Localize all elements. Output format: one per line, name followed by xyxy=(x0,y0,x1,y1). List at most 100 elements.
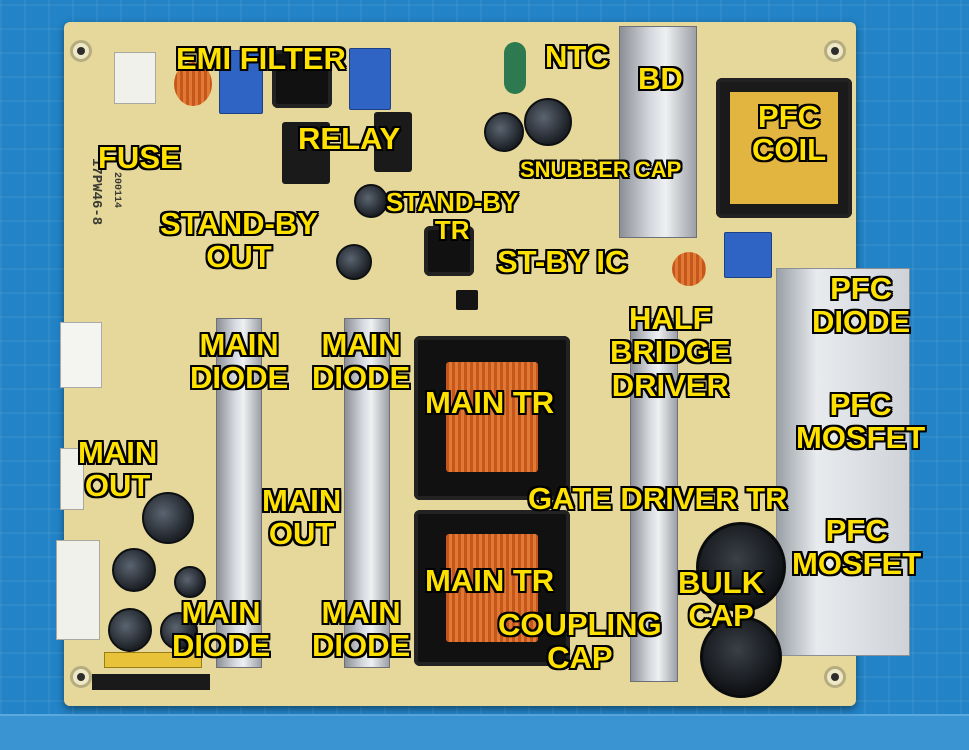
label-pfc-mosfet-a-line1: PFC xyxy=(829,387,892,422)
label-main-diode-a: MAIN DIODE xyxy=(190,328,288,395)
label-gate-driver-tr: GATE DRIVER TR xyxy=(528,481,788,516)
mounting-hole xyxy=(824,666,846,688)
bridge-heatsink xyxy=(619,26,697,238)
label-standby-out-line2: OUT xyxy=(206,239,272,275)
label-pfc-diode-line2: DIODE xyxy=(812,304,911,340)
main-transformer-top-winding xyxy=(446,362,538,472)
label-coupling-cap: COUPLING CAP xyxy=(498,608,662,675)
label-bulk-cap-line2: CAP xyxy=(688,598,754,634)
input-connector xyxy=(114,52,156,104)
label-standby-tr-line1: STAND-BY xyxy=(386,187,519,217)
output-connector xyxy=(60,448,84,510)
board-date-text: 200114 xyxy=(111,172,122,209)
main-diode-heatsink-left xyxy=(216,318,262,668)
emi-choke xyxy=(174,62,212,106)
pfc-heatsink xyxy=(776,268,910,656)
main-diode-heatsink-center xyxy=(344,318,390,668)
label-main-diode-a-line2: DIODE xyxy=(190,360,289,396)
standby-ic-chip xyxy=(456,290,478,310)
label-pfc-mosfet-b: PFC MOSFET xyxy=(792,514,921,581)
pfc-coil-bobbin xyxy=(730,92,838,204)
label-pfc-mosfet-a: PFC MOSFET xyxy=(796,388,925,455)
label-main-out-left-line2: OUT xyxy=(84,468,151,504)
toroid-inductor xyxy=(672,252,706,286)
label-main-diode-d-line2: DIODE xyxy=(312,628,411,664)
mounting-hole xyxy=(70,40,92,62)
label-emi-filter: EMI FILTER xyxy=(176,41,346,76)
mounting-hole xyxy=(70,666,92,688)
relay-body xyxy=(282,122,330,184)
bulk-capacitor xyxy=(696,522,786,612)
label-coupling-cap-line1: COUPLING xyxy=(498,607,662,642)
label-pfc-coil: PFC COIL xyxy=(752,100,826,167)
label-half-bridge-line2: BRIDGE xyxy=(610,334,731,370)
label-standby-tr-line2: TR xyxy=(434,215,470,246)
label-pfc-diode: PFC DIODE xyxy=(812,272,910,339)
label-main-out-center-line1: MAIN xyxy=(262,483,342,518)
label-main-diode-c-line2: DIODE xyxy=(172,628,271,664)
label-main-diode-a-line1: MAIN xyxy=(199,327,279,362)
electrolytic-capacitor xyxy=(354,184,388,218)
label-pfc-coil-line2: COIL xyxy=(752,132,827,168)
label-pfc-mosfet-b-line1: PFC xyxy=(825,513,888,548)
label-fuse: FUSE xyxy=(98,140,181,175)
electrolytic-capacitor xyxy=(484,112,524,152)
standby-transformer xyxy=(424,226,474,276)
electrolytic-capacitor xyxy=(524,98,572,146)
label-main-diode-c: MAIN DIODE xyxy=(172,596,270,663)
label-pfc-coil-line1: PFC xyxy=(758,99,821,134)
mat-ruler-strip xyxy=(0,714,969,750)
emi-x-capacitor xyxy=(349,48,391,110)
output-connector xyxy=(56,540,100,640)
label-pfc-diode-line1: PFC xyxy=(830,271,893,306)
label-bulk-cap: BULK CAP xyxy=(678,566,764,633)
label-bd: BD xyxy=(638,61,683,96)
label-main-diode-d: MAIN DIODE xyxy=(312,596,410,663)
label-standby-out-line1: STAND-BY xyxy=(160,206,318,241)
label-pfc-mosfet-a-line2: MOSFET xyxy=(796,420,926,456)
ribbon-connector xyxy=(92,674,210,690)
label-main-out-left: MAIN OUT xyxy=(78,436,157,503)
label-half-bridge-line1: HALF xyxy=(628,301,712,336)
output-capacitor xyxy=(108,608,152,652)
label-main-tr-top: MAIN TR xyxy=(425,385,555,420)
ntc-thermistor xyxy=(504,42,526,94)
half-bridge-heatsink xyxy=(630,318,678,682)
pcb-board: 17PW46-8 200114 xyxy=(56,22,910,706)
emi-x-capacitor xyxy=(219,50,263,114)
label-main-diode-d-line1: MAIN xyxy=(321,595,401,630)
label-stby-ic: ST-BY IC xyxy=(497,244,628,279)
label-half-bridge-line3: DRIVER xyxy=(611,367,729,403)
output-capacitor xyxy=(142,492,194,544)
label-main-out-center: MAIN OUT xyxy=(262,484,341,551)
pin-header xyxy=(104,652,202,668)
label-main-out-center-line2: OUT xyxy=(268,516,335,552)
label-ntc: NTC xyxy=(545,39,609,74)
label-coupling-cap-line2: CAP xyxy=(547,640,613,676)
label-main-diode-b: MAIN DIODE xyxy=(312,328,410,395)
main-transformer-bottom-winding xyxy=(446,534,538,642)
label-standby-out: STAND-BY OUT xyxy=(160,207,318,274)
label-standby-tr: STAND-BY TR xyxy=(386,188,518,244)
label-main-tr-bottom: MAIN TR xyxy=(425,563,555,598)
relay-body xyxy=(374,112,412,172)
bulk-capacitor xyxy=(700,616,782,698)
label-main-diode-c-line1: MAIN xyxy=(181,595,261,630)
label-main-diode-b-line1: MAIN xyxy=(321,327,401,362)
output-capacitor xyxy=(174,566,206,598)
mounting-hole xyxy=(824,40,846,62)
film-capacitor xyxy=(724,232,772,278)
label-main-diode-b-line2: DIODE xyxy=(312,360,411,396)
label-relay: RELAY xyxy=(298,121,401,156)
label-pfc-mosfet-b-line2: MOSFET xyxy=(792,546,922,582)
label-main-out-left-line1: MAIN xyxy=(78,435,158,470)
emi-common-mode-choke xyxy=(272,50,332,108)
label-half-bridge-driver: HALF BRIDGE DRIVER xyxy=(610,301,731,403)
output-capacitor xyxy=(112,548,156,592)
output-capacitor xyxy=(160,612,198,650)
label-snubber-cap: SNUBBER CAP xyxy=(520,157,682,182)
label-bulk-cap-line1: BULK xyxy=(678,565,765,600)
isolation-sticker xyxy=(60,322,102,388)
electrolytic-capacitor xyxy=(336,244,372,280)
